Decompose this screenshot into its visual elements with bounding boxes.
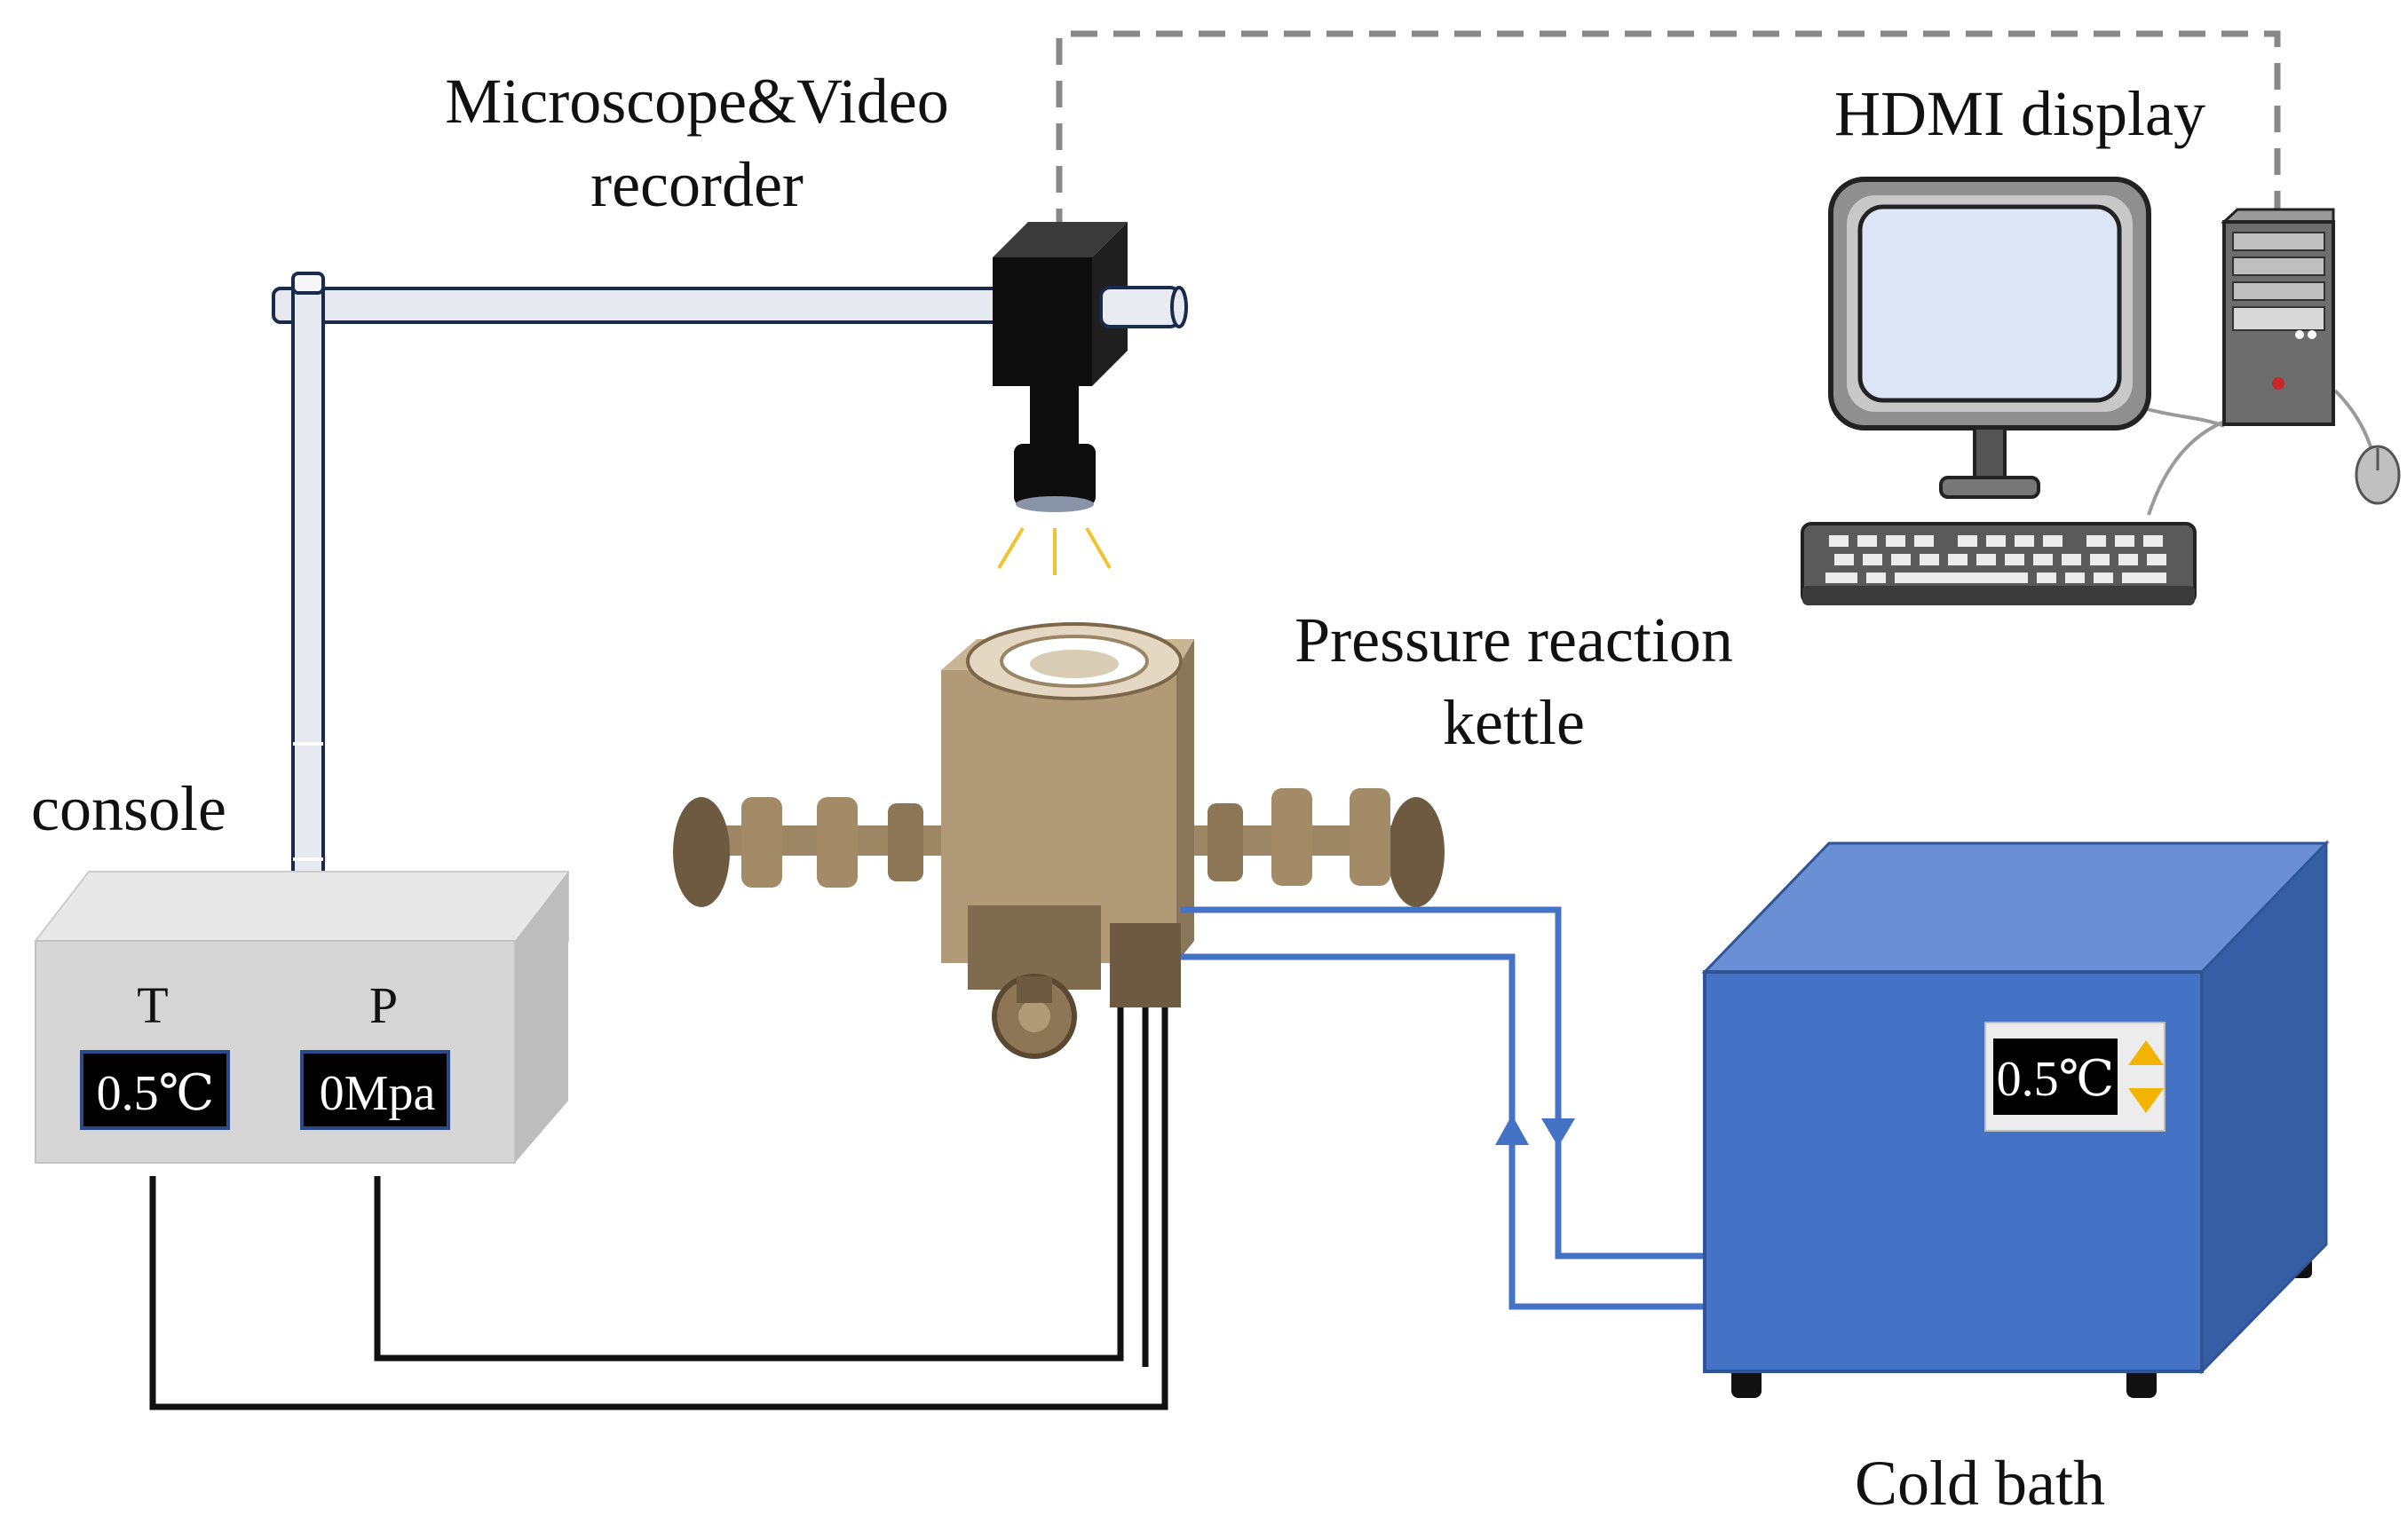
pressure-display-value: 0Mpa xyxy=(320,1066,436,1121)
microscope-label-line1: Microscope&Video xyxy=(445,66,949,137)
cold-bath-label: Cold bath xyxy=(1855,1448,2105,1519)
console-label: console xyxy=(31,773,226,844)
cold-bath-display-value: 0.5℃ xyxy=(1997,1052,2115,1107)
light-ray xyxy=(1085,526,1112,570)
mouse-icon xyxy=(2355,445,2401,505)
computer-station xyxy=(1801,177,2401,605)
light-ray xyxy=(997,526,1025,570)
flow-arrow-up xyxy=(1495,1115,1529,1145)
microscope-camera-icon xyxy=(993,222,1188,575)
temperature-wire xyxy=(149,1007,1168,1410)
pressure-wire xyxy=(374,1007,1124,1362)
console-t-label: T xyxy=(137,976,168,1034)
monitor-icon xyxy=(1828,177,2151,499)
pressure-kettle-label-line2: kettle xyxy=(1443,687,1585,758)
console-p-label: P xyxy=(369,976,398,1034)
up-arrow-icon[interactable] xyxy=(2128,1040,2164,1065)
support-arm xyxy=(272,272,1025,920)
temperature-display-value: 0.5℃ xyxy=(97,1066,215,1121)
microscope-label-line2: recorder xyxy=(590,149,804,220)
pc-tower-icon xyxy=(2221,208,2335,426)
cold-bath-display xyxy=(1993,1039,2118,1115)
console-box-icon: T P 0.5℃ 0Mpa xyxy=(33,871,569,1164)
pressure-kettle-label-line1: Pressure reaction xyxy=(1295,604,1733,675)
coolant-pipe-outer xyxy=(1181,906,1705,1260)
keyboard-icon xyxy=(1801,522,2197,605)
hdmi-display-label: HDMI display xyxy=(1834,78,2205,149)
pressure-display xyxy=(300,1050,450,1130)
signal-cable-dashed xyxy=(1056,30,2281,235)
temperature-display xyxy=(80,1050,230,1130)
down-arrow-icon[interactable] xyxy=(2128,1088,2164,1113)
flow-arrow-down xyxy=(1541,1118,1575,1147)
cold-bath-icon: 0.5℃ xyxy=(1701,840,2330,1398)
reaction-kettle-icon xyxy=(673,622,1445,1059)
